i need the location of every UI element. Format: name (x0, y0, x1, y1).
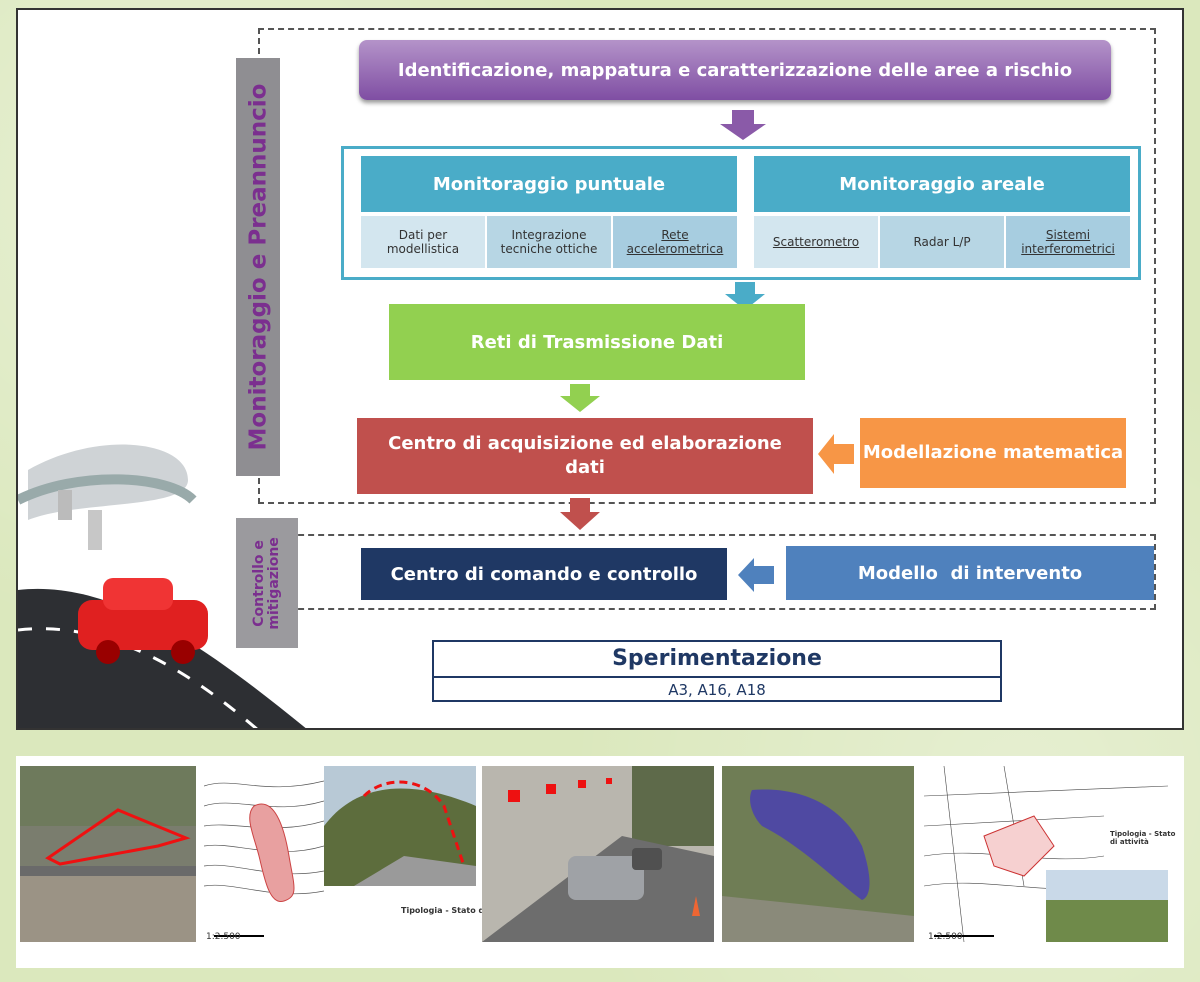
monitoraggio-areale-header: Monitoraggio areale (754, 156, 1130, 212)
arrow-down-icon (560, 384, 600, 412)
map-legend-title-1: Tipologia - Stato di attività (401, 906, 523, 915)
diagram-slide: Monitoraggio e Preannuncio Controllo e m… (16, 8, 1184, 730)
reti-trasmissione-box: Reti di Trasmissione Dati (389, 304, 805, 380)
monitoraggio-puntuale-header: Monitoraggio puntuale (361, 156, 737, 212)
photo-strip: 1:2.500 Tipologia - Stato di attività (16, 756, 1184, 968)
sub-cell-rete-accelerometrica: Rete accelerometrica (613, 216, 737, 268)
sub-cell-dati-modellistica: Dati per modellistica (361, 216, 485, 268)
arrow-down-icon (725, 282, 765, 310)
road-illustration (18, 444, 306, 728)
map-legend-title-2: Tipologia - Stato di attività (1110, 830, 1176, 846)
sub-cell-scatterometro: Scatterometro (754, 216, 878, 268)
map-scale-2: 1:2.500 (928, 932, 963, 942)
hillside-photo (324, 766, 476, 886)
sub-cell-radar: Radar L/P (880, 216, 1004, 268)
centro-acquisizione-box: Centro di acquisizione ed elaborazione d… (357, 418, 813, 494)
map-scale-1: 1:2.500 (206, 932, 241, 942)
landslide-map-2 (924, 766, 1168, 942)
landslide-map-1 (204, 766, 324, 942)
car-icon (78, 578, 208, 664)
modello-intervento-box: Modello di intervento (786, 546, 1154, 600)
sub-cell-integrazione: Integrazione tecniche ottiche (487, 216, 611, 268)
tunnel-road-photo (482, 766, 714, 942)
side-label-monitoraggio: Monitoraggio e Preannuncio (236, 58, 280, 476)
sperimentazione-title: Sperimentazione (434, 642, 1000, 678)
arrow-left-icon (738, 558, 774, 592)
centro-comando-box: Centro di comando e controllo (361, 548, 727, 600)
sperimentazione-box: Sperimentazione A3, A16, A18 (432, 640, 1002, 702)
identificazione-box: Identificazione, mappatura e caratterizz… (359, 40, 1111, 100)
aerial-photo-2 (722, 766, 914, 942)
sperimentazione-sites: A3, A16, A18 (668, 681, 766, 699)
modellazione-box: Modellazione matematica (860, 418, 1126, 488)
arrow-down-icon (560, 498, 600, 530)
aerial-photo-1 (20, 766, 196, 942)
arrow-down-icon (720, 110, 766, 140)
side-label-controllo: Controllo e mitigazione (236, 518, 298, 648)
arrow-left-icon (818, 434, 854, 474)
sub-cell-sistemi-interferometrici: Sistemi interferometrici (1006, 216, 1130, 268)
